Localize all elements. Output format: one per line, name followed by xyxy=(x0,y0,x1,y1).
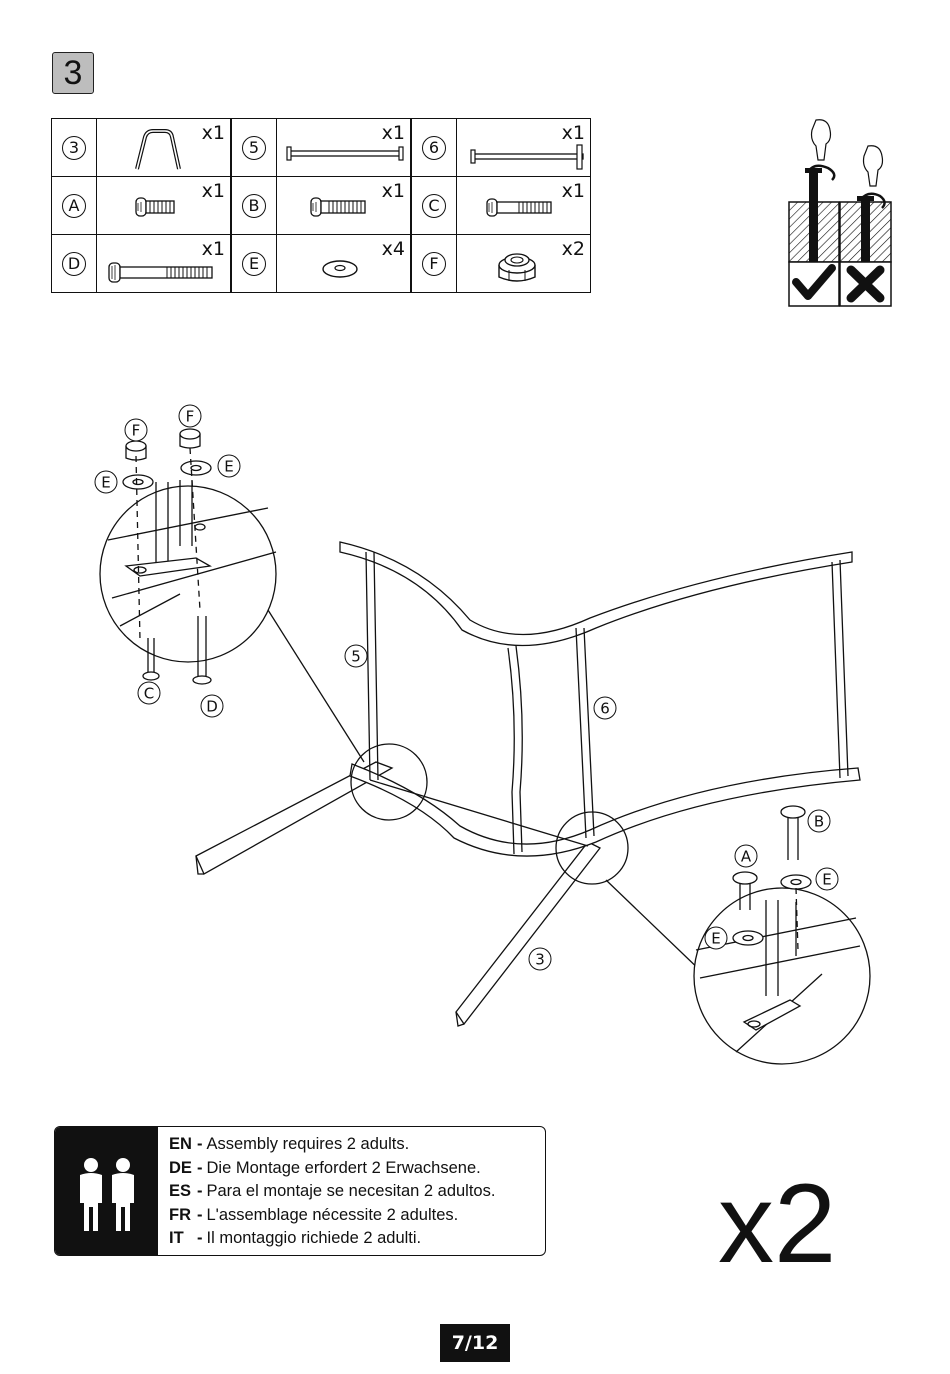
part-picture-cell: x2 xyxy=(457,235,591,293)
notice-line-de: DE-Die Montage erfordert 2 Erwachsene. xyxy=(169,1157,495,1181)
callout-e: E xyxy=(218,455,240,477)
part-id-f: F xyxy=(422,252,446,276)
part-id-cell: 5 xyxy=(231,119,277,177)
callout-6: 6 xyxy=(594,697,616,719)
repeat-multiplier: x2 xyxy=(718,1168,836,1280)
svg-text:F: F xyxy=(186,408,195,426)
callout-b: B xyxy=(808,810,830,832)
callout-d: D xyxy=(201,695,223,717)
assembly-notice: EN-Assembly requires 2 adults. DE-Die Mo… xyxy=(54,1126,546,1256)
two-persons-icon xyxy=(55,1127,158,1255)
parts-table: 3 x1 5 x1 6 x1 A xyxy=(51,118,591,293)
svg-text:B: B xyxy=(814,813,824,831)
part-picture-cell: x1 xyxy=(277,177,412,235)
part-qty: x1 xyxy=(202,180,225,202)
page-number: 7/12 xyxy=(440,1324,510,1362)
svg-text:E: E xyxy=(224,458,233,476)
callout-f: F xyxy=(125,419,147,441)
callout-3: 3 xyxy=(529,948,551,970)
callout-e: E xyxy=(95,471,117,493)
part-picture-cell: x1 xyxy=(277,119,412,177)
callout-f: F xyxy=(179,405,201,427)
svg-text:E: E xyxy=(822,871,831,889)
notice-line-it: IT-Il montaggio richiede 2 adulti. xyxy=(169,1227,495,1251)
part-picture-cell: x1 xyxy=(457,119,591,177)
hand-icon xyxy=(812,120,883,186)
svg-text:5: 5 xyxy=(351,648,361,666)
part-id-e: E xyxy=(242,252,266,276)
part-qty: x2 xyxy=(562,238,585,260)
part-id-a: A xyxy=(62,194,86,218)
callout-a: A xyxy=(735,845,757,867)
part-id-cell: 3 xyxy=(52,119,97,177)
svg-text:3: 3 xyxy=(535,951,545,969)
notice-line-es: ES-Para el montaje se necesitan 2 adulto… xyxy=(169,1180,495,1204)
part-id-cell: D xyxy=(52,235,97,293)
part-picture-cell: x1 xyxy=(457,177,591,235)
callout-e: E xyxy=(816,868,838,890)
part-qty: x1 xyxy=(382,180,405,202)
callout-5: 5 xyxy=(345,645,367,667)
svg-text:C: C xyxy=(144,685,154,703)
notice-line-en: EN-Assembly requires 2 adults. xyxy=(169,1133,495,1157)
assembly-diagram: F F E E C D 5 6 3 B A E E xyxy=(0,390,950,1080)
part-id-d: D xyxy=(62,252,86,276)
parts-row: A x1 B x1 C xyxy=(52,177,591,235)
part-qty: x1 xyxy=(382,122,405,144)
part-qty: x1 xyxy=(562,122,585,144)
part-qty: x4 xyxy=(382,238,405,260)
part-id-5: 5 xyxy=(242,136,266,160)
part-id-cell: F xyxy=(411,235,457,293)
part-picture-cell: x1 xyxy=(97,235,232,293)
parts-row: 3 x1 5 x1 6 x1 xyxy=(52,119,591,177)
part-qty: x1 xyxy=(562,180,585,202)
part-id-b: B xyxy=(242,194,266,218)
part-id-3: 3 xyxy=(62,136,86,160)
part-id-6: 6 xyxy=(422,136,446,160)
notice-text: EN-Assembly requires 2 adults. DE-Die Mo… xyxy=(169,1133,495,1251)
parts-row: D x1 E x4 F xyxy=(52,235,591,293)
svg-text:A: A xyxy=(741,848,752,866)
svg-text:F: F xyxy=(132,422,141,440)
part-picture-cell: x4 xyxy=(277,235,412,293)
callout-c: C xyxy=(138,682,160,704)
tightening-guide-icon xyxy=(788,118,894,308)
part-qty: x1 xyxy=(202,238,225,260)
part-picture-cell: x1 xyxy=(97,177,232,235)
part-id-cell: 6 xyxy=(411,119,457,177)
step-number-badge: 3 xyxy=(52,52,94,94)
part-picture-cell: x1 xyxy=(97,119,232,177)
part-id-cell: E xyxy=(231,235,277,293)
part-id-cell: C xyxy=(411,177,457,235)
svg-text:D: D xyxy=(206,698,218,716)
part-id-cell: B xyxy=(231,177,277,235)
svg-text:E: E xyxy=(711,930,720,948)
svg-text:E: E xyxy=(101,474,110,492)
notice-line-fr: FR-L'assemblage nécessite 2 adultes. xyxy=(169,1204,495,1228)
svg-text:6: 6 xyxy=(600,700,610,718)
part-id-c: C xyxy=(422,194,446,218)
notice-icon-panel xyxy=(55,1127,158,1255)
part-id-cell: A xyxy=(52,177,97,235)
callout-e: E xyxy=(705,927,727,949)
part-qty: x1 xyxy=(202,122,225,144)
